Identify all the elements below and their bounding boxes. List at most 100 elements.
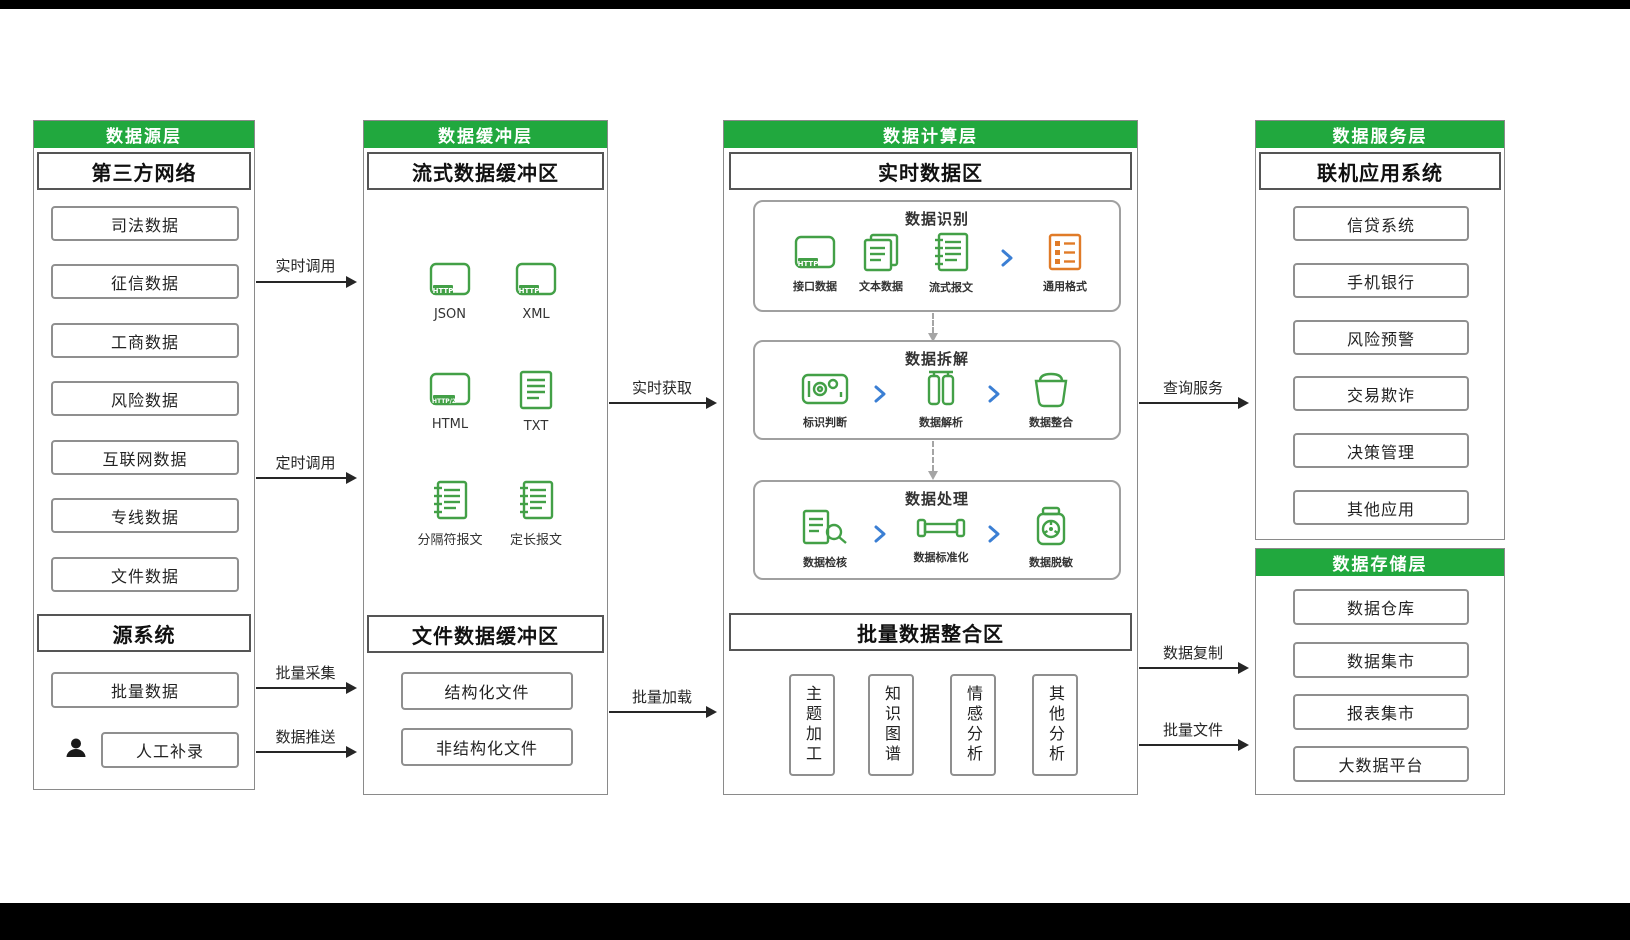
chevron-right-icon	[1000, 248, 1014, 268]
arrow-label-batch-collect: 批量采集	[275, 664, 336, 682]
arrow-label-data-push: 数据推送	[275, 728, 336, 746]
buffer-format-label: JSON	[433, 307, 467, 322]
chevron-right-icon	[987, 524, 1001, 544]
stage-data-disassembly: 数据拆解 标识判断	[753, 340, 1121, 440]
node-other-applications: 其他应用	[1293, 490, 1469, 525]
buffer-format-label: 定长报文	[509, 533, 562, 548]
arrow-realtime-fetch	[609, 397, 717, 409]
arrow-label-realtime-fetch: 实时获取	[631, 379, 692, 397]
arrow-batch-load	[609, 706, 717, 718]
step-label: 数据检核	[803, 556, 847, 569]
checklist-icon	[1047, 232, 1083, 272]
layer-data-service-header: 数据服务层	[1256, 121, 1504, 148]
http-window-icon: HTTP/2	[428, 371, 472, 409]
step-interface-data: HTTP 接口数据	[783, 234, 847, 294]
buffer-format-label: TXT	[523, 419, 549, 434]
http-window-icon: HTTP	[793, 234, 837, 272]
step-label: 标识判断	[803, 416, 847, 429]
step-label: 通用格式	[1043, 280, 1087, 293]
step-text-data: 文本数据	[849, 232, 913, 294]
layer-data-storage: 数据存储层 数据仓库 数据集市 报表集市 大数据平台	[1255, 548, 1505, 795]
layer-data-service: 数据服务层 联机应用系统 信贷系统 手机银行 风险预警 交易欺诈 决策管理 其他…	[1255, 120, 1505, 540]
section-source-system: 源系统	[37, 614, 251, 652]
notebook-message-icon	[516, 479, 556, 521]
step-label: 数据脱敏	[1029, 556, 1073, 569]
buffer-format-xml: HTTP XML	[494, 261, 578, 322]
step-data-standardize: 数据标准化	[909, 513, 973, 565]
node-report-mart: 报表集市	[1293, 694, 1469, 730]
step-data-parsing: 数据解析	[909, 368, 973, 430]
step-stream-message: 流式报文	[919, 231, 983, 295]
arrow-data-push	[256, 746, 357, 758]
svg-text:HTTP/2: HTTP/2	[432, 398, 456, 405]
layer-data-compute: 数据计算层 实时数据区 数据识别 HTTP 接口数据	[723, 120, 1138, 795]
section-online-application-system: 联机应用系统	[1259, 152, 1501, 190]
arrow-query-service	[1139, 397, 1249, 409]
twin-columns-icon	[919, 368, 963, 408]
node-credit-data: 征信数据	[51, 264, 239, 299]
arrow-data-replicate	[1139, 662, 1249, 674]
svg-text:HTTP: HTTP	[798, 260, 819, 268]
arrow-label-data-replicate: 数据复制	[1162, 644, 1223, 662]
section-batch-integration-area: 批量数据整合区	[729, 613, 1132, 651]
node-risk-warning: 风险预警	[1293, 320, 1469, 355]
section-third-party-network: 第三方网络	[37, 152, 251, 190]
arrow-label-realtime-call: 实时调用	[275, 257, 336, 275]
step-label: 数据整合	[1029, 416, 1073, 429]
node-bigdata-platform: 大数据平台	[1293, 746, 1469, 782]
node-sentiment-analysis: 情感分析	[950, 674, 996, 776]
node-other-analysis: 其他分析	[1032, 674, 1078, 776]
buffer-format-html: HTTP/2 HTML	[408, 371, 492, 432]
arrow-batch-file	[1139, 739, 1249, 751]
step-data-integration: 数据整合	[1019, 368, 1083, 430]
arrow-realtime-call	[256, 276, 357, 288]
svg-text:HTTP: HTTP	[433, 287, 454, 295]
flow-arrow-down	[928, 441, 938, 480]
http-window-icon: HTTP	[514, 261, 558, 299]
chevron-right-icon	[873, 524, 887, 544]
arrow-label-batch-load: 批量加载	[631, 688, 692, 706]
section-stream-buffer: 流式数据缓冲区	[367, 152, 604, 190]
buffer-format-fixed-length: 定长报文	[494, 479, 578, 548]
node-internet-data: 互联网数据	[51, 440, 239, 475]
node-data-mart: 数据集市	[1293, 642, 1469, 678]
section-file-buffer: 文件数据缓冲区	[367, 615, 604, 653]
node-credit-system: 信贷系统	[1293, 206, 1469, 241]
container-bin-icon	[1028, 368, 1074, 408]
letterbox-bottom	[0, 903, 1630, 940]
stage-data-processing: 数据处理 数据检核	[753, 480, 1121, 580]
flow-arrow-down	[928, 313, 938, 342]
card-gears-icon	[800, 370, 850, 408]
node-unstructured-file: 非结构化文件	[401, 728, 573, 766]
http-window-icon: HTTP	[428, 261, 472, 299]
arrow-label-batch-file: 批量文件	[1162, 721, 1223, 739]
chevron-right-icon	[987, 384, 1001, 404]
node-file-data: 文件数据	[51, 557, 239, 592]
node-risk-data: 风险数据	[51, 381, 239, 416]
node-data-warehouse: 数据仓库	[1293, 589, 1469, 625]
layer-data-source: 数据源层 第三方网络 司法数据 征信数据 工商数据 风险数据 互联网数据 专线数…	[33, 120, 255, 790]
step-common-format: 通用格式	[1033, 232, 1097, 294]
document-magnifier-icon	[801, 508, 849, 548]
arrow-label-query-service: 查询服务	[1162, 379, 1223, 397]
node-manual-entry: 人工补录	[101, 732, 239, 768]
buffer-format-label: XML	[522, 307, 550, 322]
notebook-message-icon	[430, 479, 470, 521]
arrow-batch-collect	[256, 682, 357, 694]
step-id-judgement: 标识判断	[793, 370, 857, 430]
stage-data-recognition: 数据识别 HTTP 接口数据	[753, 200, 1121, 312]
step-label: 文本数据	[859, 280, 903, 293]
step-label: 数据解析	[919, 416, 963, 429]
step-label: 接口数据	[793, 280, 837, 293]
buffer-format-delimited: 分隔符报文	[408, 479, 492, 548]
node-batch-data: 批量数据	[51, 672, 239, 708]
step-data-check: 数据检核	[793, 508, 857, 570]
node-judicial-data: 司法数据	[51, 206, 239, 241]
node-leased-line-data: 专线数据	[51, 498, 239, 533]
notebook-message-icon	[931, 231, 971, 273]
step-data-masking: 数据脱敏	[1019, 506, 1083, 570]
step-label: 数据标准化	[913, 551, 969, 564]
node-topic-processing: 主题加工	[789, 674, 835, 776]
step-label: 流式报文	[929, 281, 973, 294]
buffer-format-label: 分隔符报文	[417, 533, 483, 548]
